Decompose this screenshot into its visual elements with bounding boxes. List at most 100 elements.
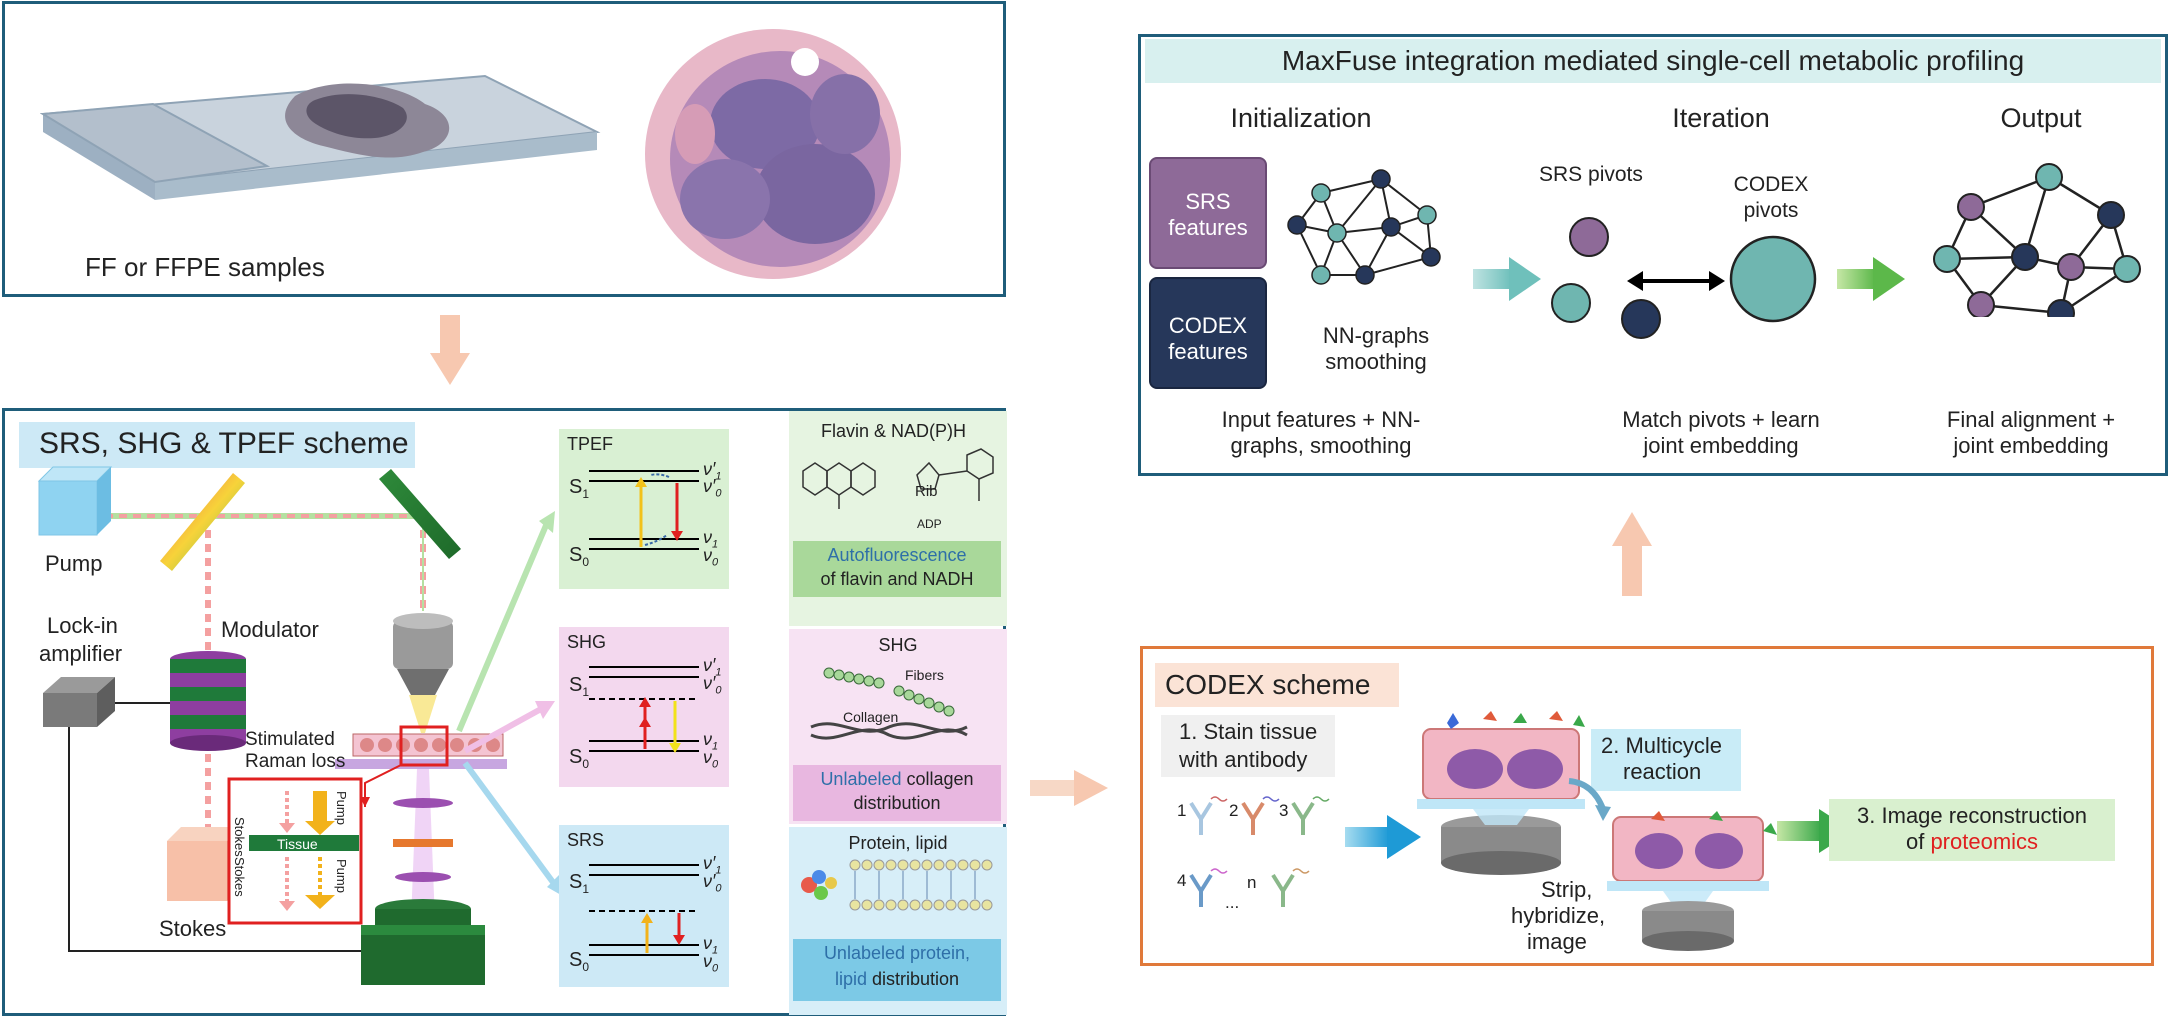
down-arrow-icon bbox=[430, 315, 470, 385]
iter-caption-1: Match pivots + learn bbox=[1622, 407, 1820, 432]
step2-line2: reaction bbox=[1623, 759, 1702, 784]
ab-1: 1 bbox=[1177, 801, 1187, 820]
codex-imaging-2 bbox=[1607, 811, 1777, 951]
tpef-v1p: ν′1 bbox=[703, 459, 722, 483]
tpef-title: TPEF bbox=[567, 434, 614, 454]
codex-features-box bbox=[1149, 277, 1267, 389]
output-caption-1: Final alignment + bbox=[1946, 407, 2116, 432]
right-arrow-icon bbox=[1030, 770, 1108, 806]
flavin-structure bbox=[802, 448, 994, 509]
step2-line1: 2. Multicycle bbox=[1601, 733, 1723, 758]
flavin-title: Flavin & NAD(P)H bbox=[821, 421, 967, 441]
antibody-icons bbox=[1189, 796, 1330, 907]
codex-features-2: features bbox=[1168, 339, 1248, 364]
srs-title: SRS bbox=[567, 830, 605, 850]
ab-n: n bbox=[1247, 873, 1257, 892]
scheme-title: SRS, SHG & TPEF scheme bbox=[39, 427, 409, 460]
stimulated-label-2: Raman loss bbox=[245, 751, 346, 772]
collagen-fiber-icon bbox=[810, 667, 968, 740]
codex-panel: CODEX scheme 1. Stain tissue with antibo… bbox=[1140, 646, 2154, 966]
srs-v1p: ν′1 bbox=[703, 853, 722, 877]
init-caption-1: Input features + NN- bbox=[1221, 407, 1421, 432]
maxfuse-title: MaxFuse integration mediated single-cell… bbox=[1281, 45, 2025, 76]
srs-features-2: features bbox=[1168, 215, 1248, 240]
samples-caption: FF or FFPE samples bbox=[85, 252, 325, 282]
slide-illustration bbox=[39, 29, 901, 279]
tpef-s1: S1 bbox=[569, 476, 590, 501]
maxfuse-panel: MaxFuse integration mediated single-cell… bbox=[1138, 34, 2168, 476]
codex-imaging-1 bbox=[1417, 711, 1585, 875]
output-caption-2: joint embedding bbox=[1953, 433, 2109, 458]
flavin-adp: ADP bbox=[917, 517, 942, 531]
shg-caption-2: distribution bbox=[853, 793, 941, 813]
tpef-levels bbox=[589, 470, 699, 550]
codex-title: CODEX scheme bbox=[1165, 669, 1371, 700]
shg-v1: ν1 bbox=[703, 729, 719, 753]
iter-caption-2: joint embedding bbox=[1643, 433, 1799, 458]
fibers-label: Fibers bbox=[905, 667, 944, 683]
strip-line1: Strip, bbox=[1541, 877, 1593, 902]
tpef-v0p: ν′0 bbox=[703, 476, 722, 500]
shg-caption-box bbox=[793, 765, 1001, 821]
ab-ellipsis: ... bbox=[1225, 893, 1240, 912]
srs-pivots-label: SRS pivots bbox=[1539, 163, 1643, 186]
stokes-label: Stokes bbox=[159, 916, 227, 941]
lockin-label-1: Lock-in bbox=[47, 613, 118, 638]
output-title: Output bbox=[2000, 103, 2082, 133]
shg-title: SHG bbox=[567, 632, 607, 652]
step3-line2: of proteomics bbox=[1905, 829, 2039, 854]
srs-caption-box bbox=[793, 939, 1001, 1001]
shg-caption-1: Unlabeled collagen bbox=[820, 769, 974, 789]
strip-line3: image bbox=[1527, 929, 1587, 954]
shg-v0p: ν′0 bbox=[703, 673, 722, 697]
ab-3: 3 bbox=[1279, 801, 1289, 820]
srs-s1: S1 bbox=[569, 871, 590, 896]
nn-graph bbox=[1287, 169, 1441, 285]
collagen-label: Collagen bbox=[843, 709, 899, 725]
pivots-diagram bbox=[1551, 217, 1817, 339]
lockin-label-2: amplifier bbox=[39, 641, 123, 666]
step3-line1: 3. Image reconstruction bbox=[1857, 803, 2087, 828]
tpef-s0: S0 bbox=[569, 544, 590, 569]
srs-caption-1: Unlabeled protein, bbox=[823, 943, 971, 963]
stimulated-label-1: Stimulated bbox=[245, 729, 335, 750]
arrow-right-icon-2 bbox=[1837, 257, 1905, 301]
shg-info-title: SHG bbox=[878, 635, 918, 655]
srs-s0: S0 bbox=[569, 949, 590, 974]
srs-v1: ν1 bbox=[703, 933, 719, 957]
srs-box bbox=[559, 825, 729, 987]
srs-features-box bbox=[1149, 157, 1267, 269]
modulator-label: Modulator bbox=[221, 617, 319, 642]
inset-stokes-bottom: Stokes bbox=[232, 857, 247, 897]
auto-caption-2: of flavin and NADH bbox=[820, 569, 974, 589]
optical-setup bbox=[37, 466, 507, 985]
inset-stokes-top: Stokes bbox=[232, 817, 247, 857]
shg-s1: S1 bbox=[569, 674, 590, 699]
ab-2: 2 bbox=[1229, 801, 1239, 820]
curved-arrow-icon bbox=[1568, 778, 1611, 821]
inset-tissue-label: Tissue bbox=[277, 836, 318, 852]
codex-pivots-1: CODEX bbox=[1733, 173, 1809, 196]
srs-features-1: SRS bbox=[1185, 189, 1231, 214]
flavin-rib: Rib bbox=[915, 483, 938, 500]
step3-box bbox=[1829, 799, 2115, 861]
tpef-box bbox=[559, 429, 729, 589]
srs-caption-2: lipid distribution bbox=[834, 969, 960, 989]
protein-lipid-icon bbox=[801, 859, 993, 911]
up-arrow-icon bbox=[1612, 512, 1652, 596]
shg-v1p: ν′1 bbox=[703, 655, 722, 679]
srs-v0p: ν′0 bbox=[703, 871, 722, 895]
strip-line2: hybridize, bbox=[1511, 903, 1606, 928]
tpef-v0: ν0 bbox=[703, 545, 719, 569]
shg-levels bbox=[589, 666, 699, 753]
samples-panel: FF or FFPE samples bbox=[2, 1, 1006, 297]
codex-title-box bbox=[1155, 663, 1399, 707]
auto-caption-box bbox=[793, 541, 1001, 597]
shg-v0: ν0 bbox=[703, 747, 719, 771]
srs-levels bbox=[589, 864, 699, 956]
srs-v0: ν0 bbox=[703, 951, 719, 975]
inset-pump-bottom: Pump bbox=[334, 859, 349, 893]
inset-pump-top: Pump bbox=[334, 791, 349, 825]
init-title: Initialization bbox=[1230, 103, 1372, 133]
protein-lipid-title: Protein, lipid bbox=[848, 833, 948, 853]
